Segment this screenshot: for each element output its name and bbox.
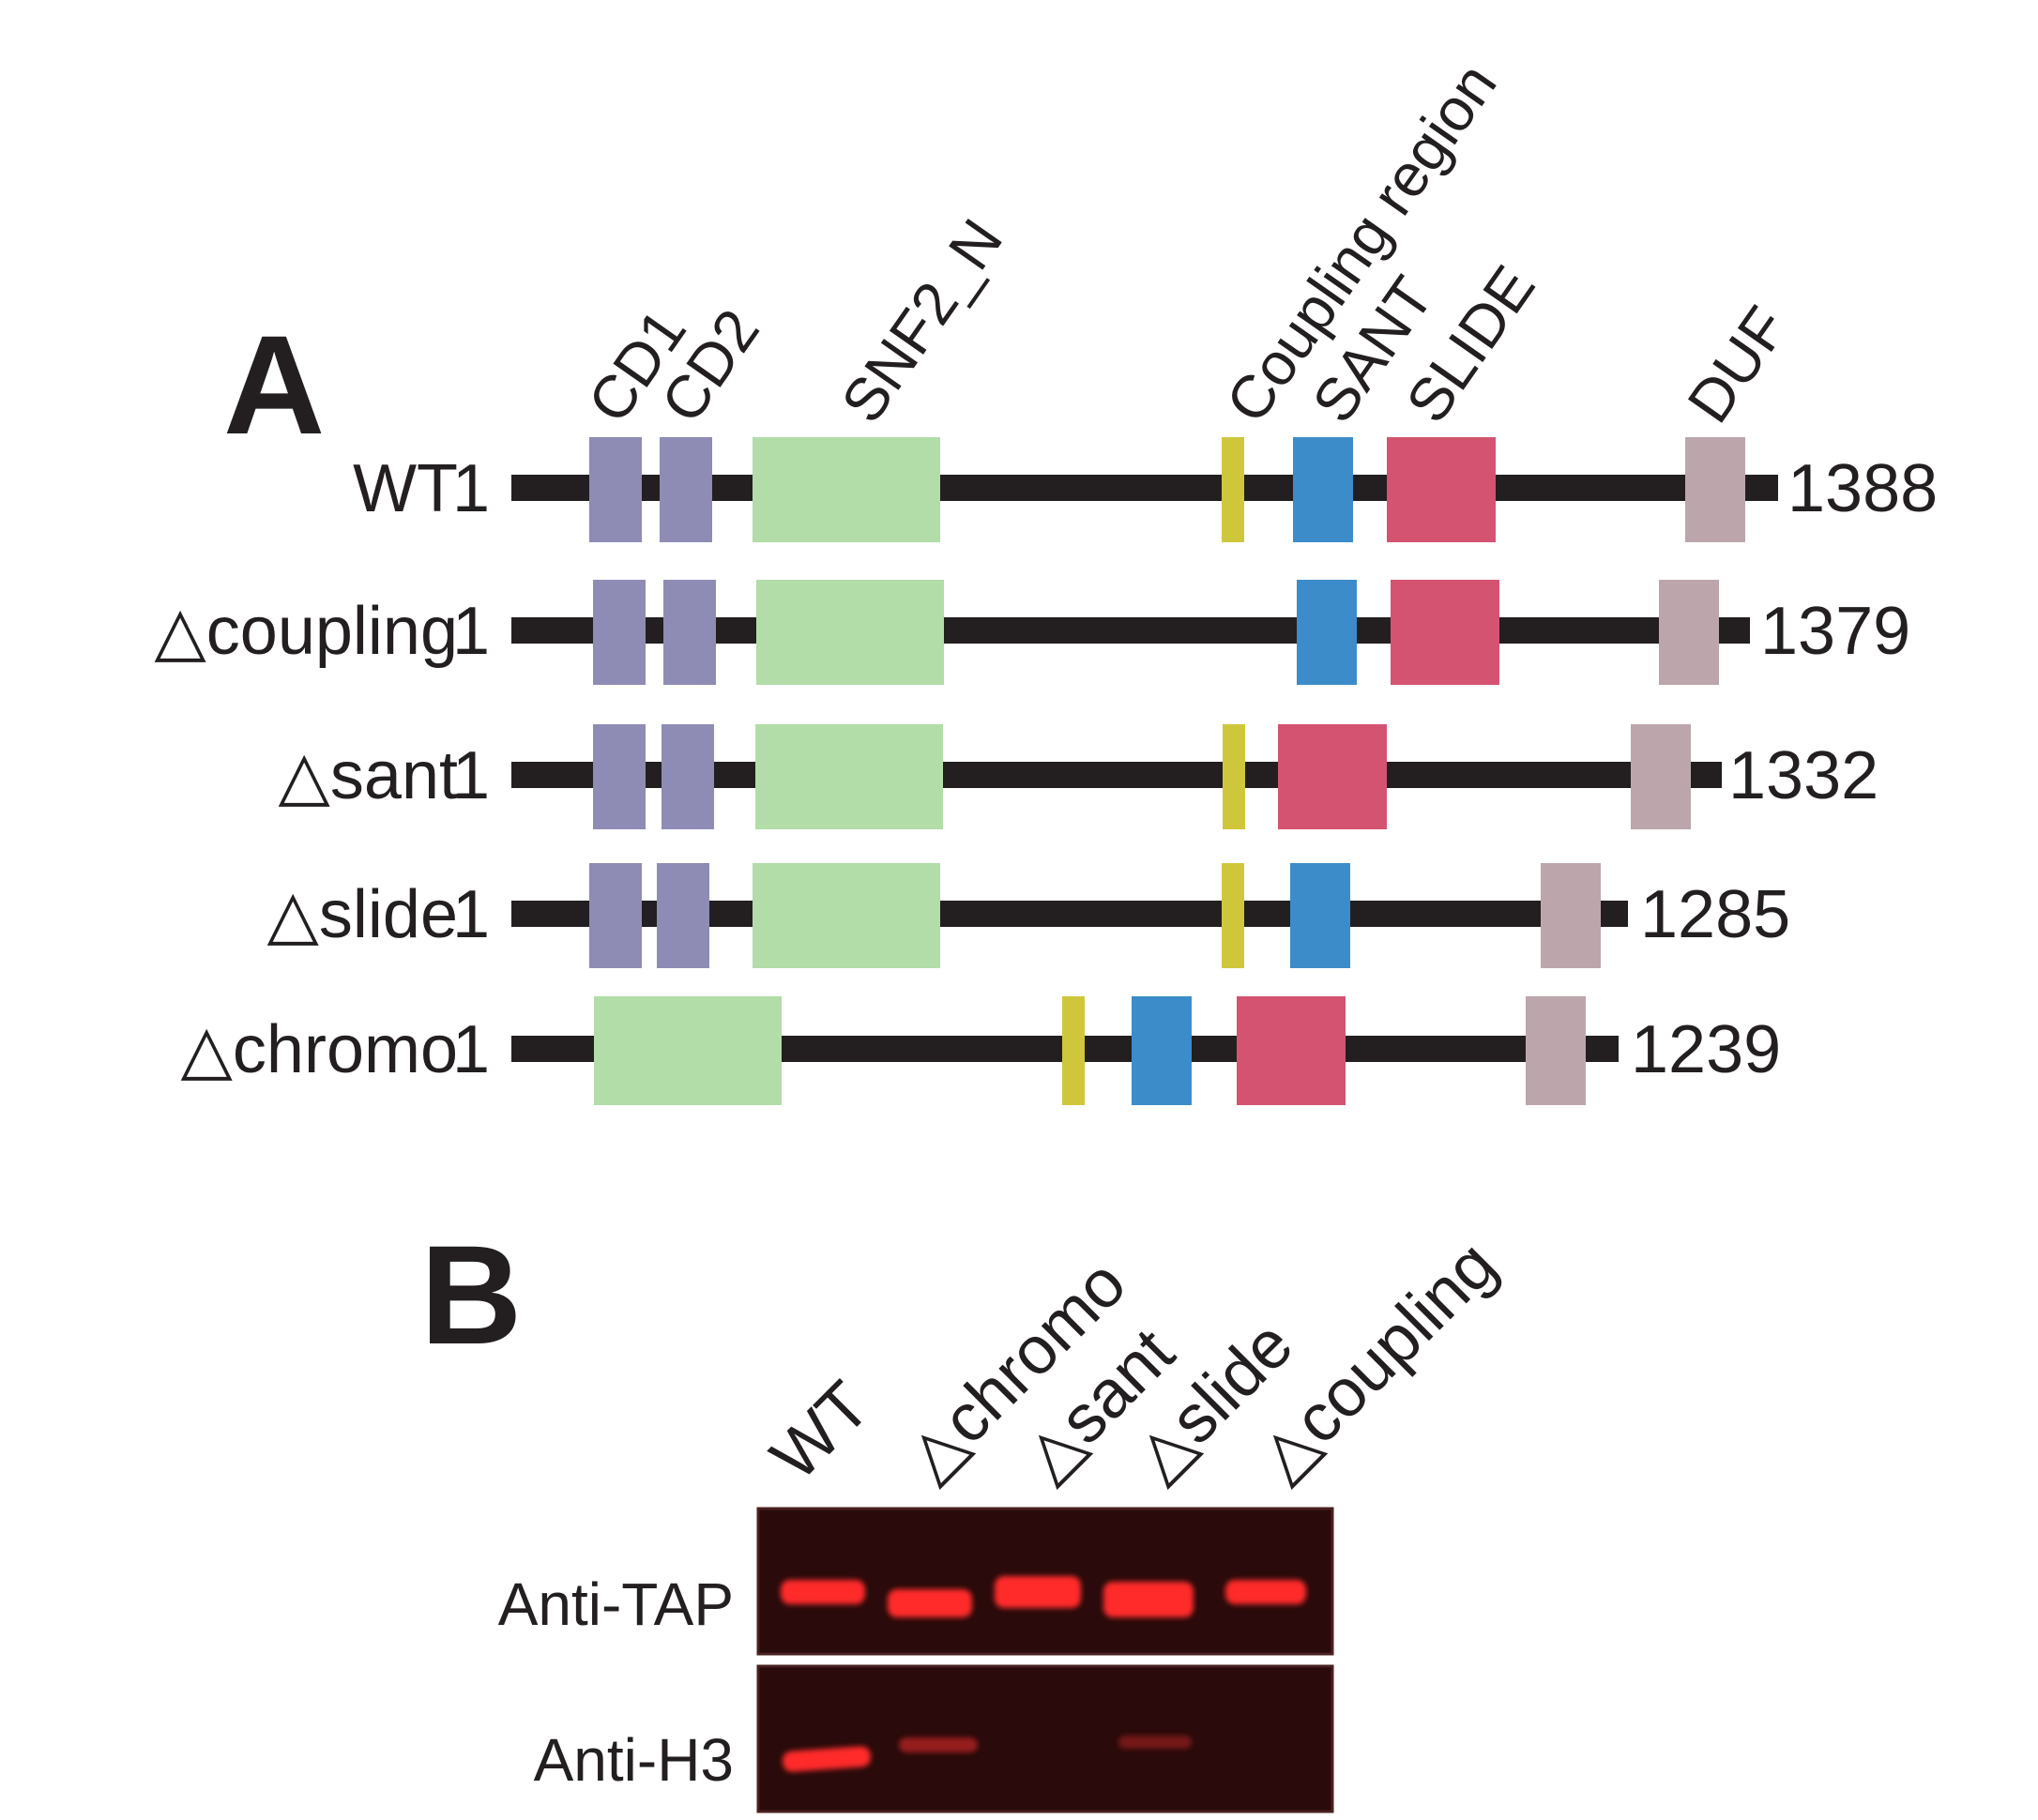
panel-b-letter: B (420, 1216, 522, 1373)
duf-domain (1659, 580, 1719, 685)
coupling-domain (1222, 863, 1244, 968)
construct-end: 1285 (1640, 877, 1790, 952)
slide-domain (1391, 580, 1499, 685)
construct-name: WT (353, 451, 458, 526)
construct-start: 1 (452, 738, 490, 813)
header-snf2n: SNF2_N (828, 207, 1015, 434)
construct-start: 1 (452, 451, 490, 526)
slide-domain (1387, 437, 1496, 542)
construct-name: △chromo (181, 1012, 458, 1087)
blot-membrane (756, 1664, 1334, 1813)
snf2n-domain (755, 724, 943, 829)
construct-end: 1239 (1631, 1012, 1781, 1087)
blot-band (899, 1737, 978, 1752)
snf2n-domain (753, 863, 940, 968)
sant-domain (1290, 863, 1350, 968)
chromo-domain-2 (662, 724, 714, 829)
blot-band (783, 1746, 871, 1772)
lane-label-wt: WT (757, 1368, 885, 1495)
blot-band (1225, 1580, 1306, 1604)
snf2n-domain (753, 437, 940, 542)
snf2n-domain (594, 996, 782, 1105)
blot-anti-tap: Anti-TAP (498, 1507, 1334, 1656)
construct-end: 1379 (1760, 594, 1910, 669)
blot-band (1118, 1736, 1192, 1749)
duf-domain (1685, 437, 1745, 542)
panel-a-letter: A (223, 306, 325, 463)
coupling-domain (1222, 437, 1244, 542)
lane-labels: WT △chromo △sant △slide △coupling (757, 1227, 1511, 1494)
chromo-domain-1 (593, 580, 646, 685)
construct-row-dsant: △sant 1 1332 (279, 724, 1878, 829)
backbone-line (511, 617, 1750, 644)
chromo-domain-2 (660, 437, 712, 542)
construct-row-wt: WT 1 1388 (353, 437, 1938, 542)
construct-name: △sant (279, 738, 458, 813)
backbone-line (511, 475, 1778, 501)
construct-start: 1 (452, 877, 490, 952)
sant-domain (1297, 580, 1357, 685)
sant-domain (1132, 996, 1192, 1105)
construct-end: 1332 (1728, 738, 1878, 813)
construct-row-dchromo: △chromo 1 1239 (181, 996, 1781, 1105)
snf2n-domain (756, 580, 944, 685)
construct-row-dslide: △slide 1 1285 (267, 863, 1790, 968)
slide-domain (1237, 996, 1346, 1105)
blot-anti-h3: Anti-H3 (534, 1664, 1334, 1813)
duf-domain (1541, 863, 1601, 968)
domain-headers: CD1 CD2 SNF2_N Coupling region SANT SLID… (574, 51, 1800, 434)
blot-band (1103, 1582, 1194, 1617)
chromo-domain-2 (663, 580, 716, 685)
chromo-domain-1 (593, 724, 646, 829)
construct-name: △coupling (154, 594, 458, 669)
chromo-domain-1 (589, 863, 642, 968)
blot-band (995, 1576, 1081, 1608)
duf-domain (1631, 724, 1691, 829)
chromo-domain-2 (657, 863, 709, 968)
construct-row-dcoupling: △coupling 1 1379 (154, 580, 1910, 685)
blot-label: Anti-TAP (498, 1570, 734, 1638)
blot-band (888, 1589, 972, 1617)
sant-domain (1293, 437, 1353, 542)
header-duf: DUF (1674, 295, 1800, 434)
coupling-domain (1062, 996, 1085, 1105)
blot-label: Anti-H3 (534, 1726, 734, 1794)
construct-start: 1 (452, 1012, 490, 1087)
construct-start: 1 (452, 594, 490, 669)
construct-name: △slide (267, 877, 458, 952)
blot-band (781, 1580, 865, 1604)
coupling-domain (1223, 724, 1245, 829)
chromo-domain-1 (589, 437, 642, 542)
construct-end: 1388 (1787, 451, 1938, 526)
slide-domain (1278, 724, 1387, 829)
duf-domain (1526, 996, 1586, 1105)
